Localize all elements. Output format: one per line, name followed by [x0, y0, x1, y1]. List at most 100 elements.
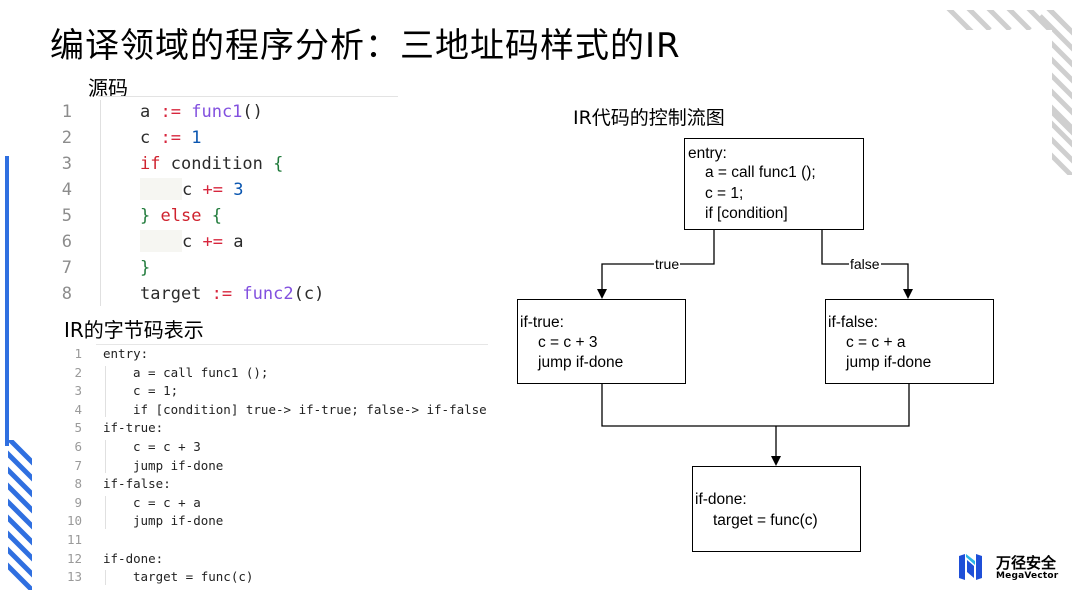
source-top-border [98, 96, 398, 97]
node-line: if-done: [695, 491, 747, 508]
ir-code-text: if-false: [103, 476, 171, 492]
ir-line: 7 jump if-done [60, 457, 490, 476]
edge-true-to-done [601, 384, 776, 427]
logo-mark-icon [959, 554, 982, 580]
ir-line: 3 c = 1; [60, 382, 490, 401]
slide-title: 编译领域的程序分析：三地址码样式的IR [50, 26, 681, 66]
ir-label: IR的字节码表示 [64, 318, 204, 342]
ir-line: 12 if-done: [60, 550, 490, 569]
code-token: { [273, 154, 284, 174]
edge-label-false: false [849, 256, 881, 272]
ir-line: 4 if [condition] true-> if-true; false-> … [60, 401, 490, 420]
source-code-text: c := 1 [140, 125, 201, 151]
line-number: 8 [61, 284, 72, 304]
node-line: jump if-done [846, 354, 932, 371]
code-token: func2 [242, 284, 294, 304]
code-token: 3 [233, 180, 244, 200]
code-token: else [160, 206, 202, 226]
cfg-node-if-false: if-false: c = c + a jump if-done [825, 299, 994, 384]
source-code-text: target := func2(c) [140, 281, 324, 307]
line-number: 3 [74, 383, 82, 399]
code-token: += [202, 180, 223, 200]
source-line: 1 a := func1() [52, 99, 402, 125]
source-line: 8 target := func2(c) [52, 281, 402, 307]
line-number: 4 [74, 401, 82, 417]
code-token: func1 [191, 102, 243, 122]
code-token: a [140, 102, 151, 122]
node-line: entry: [688, 145, 727, 162]
source-code-text: } [140, 255, 150, 281]
ir-code-text: c = 1; [133, 383, 179, 399]
line-number: 11 [66, 532, 82, 547]
node-line: if [condition] [705, 205, 788, 222]
ir-indent-guide [105, 440, 106, 474]
line-number: 12 [66, 550, 82, 566]
line-number: 13 [66, 569, 82, 585]
code-token: 1 [191, 128, 202, 148]
indent-shade [140, 178, 182, 200]
code-token: a [233, 232, 244, 252]
cfg-label: IR代码的控制流图 [573, 107, 725, 129]
code-token: := [160, 102, 181, 122]
ir-code-text: if-true: [103, 420, 164, 436]
line-number: 7 [61, 258, 72, 278]
node-line: if-true: [520, 314, 564, 331]
ir-code-text: if [condition] true-> if-true; false-> i… [133, 401, 487, 417]
source-line: 7} [52, 255, 402, 281]
source-code-text: } else { [140, 203, 222, 229]
ir-indent-guide [105, 570, 106, 585]
line-number: 4 [61, 180, 72, 200]
code-token: c [182, 232, 193, 252]
ir-code-text: if-done: [103, 550, 164, 566]
ir-top-border [96, 344, 488, 345]
ir-code-text: target = func(c) [133, 569, 254, 585]
ir-code-text: jump if-done [133, 457, 224, 473]
code-token: if [140, 154, 161, 174]
source-code-text: c += 3 [182, 177, 243, 203]
ir-indent-guide [105, 495, 106, 529]
ir-line: 6 c = c + 3 [60, 438, 490, 457]
code-token: condition [170, 154, 263, 174]
line-number: 6 [74, 439, 82, 454]
node-line: c = 1; [705, 185, 744, 202]
line-number: 7 [74, 457, 82, 473]
line-number: 2 [74, 364, 82, 380]
megavector-logo: 万径安全 MegaVector [958, 552, 1068, 582]
logo-text-en: MegaVector [996, 571, 1059, 581]
ir-line: 11 [60, 531, 490, 550]
code-token: := [211, 284, 233, 304]
cfg-node-if-true: if-true: c = c + 3 jump if-done [517, 299, 686, 384]
ir-code-text: entry: [103, 346, 149, 361]
line-number: 1 [61, 102, 72, 122]
ir-code-text: jump if-done [133, 513, 224, 529]
source-code-text: c += a [182, 229, 243, 255]
ir-code-text: c = c + 3 [133, 439, 201, 454]
line-number: 1 [74, 346, 82, 361]
edge-label-true: true [654, 256, 681, 272]
line-number: 2 [61, 128, 72, 148]
node-line: c = c + 3 [538, 334, 598, 351]
source-indent-guide [100, 100, 101, 306]
node-line: a = call func1 (); [705, 164, 816, 181]
code-token: { [211, 206, 222, 226]
edge-false-to-done [776, 384, 910, 427]
cfg-node-if-done: if-done: target = func(c) [692, 466, 861, 552]
ir-line: 5 if-true: [60, 419, 490, 438]
cfg-node-entry: entry: a = call func1 (); c = 1; if [con… [684, 138, 864, 230]
node-line: if-false: [828, 314, 878, 331]
code-token: += [202, 232, 223, 252]
line-number: 5 [74, 420, 82, 436]
source-line: 2 c := 1 [52, 125, 402, 151]
ir-line: 13 target = func(c) [60, 568, 490, 587]
line-number: 10 [66, 513, 82, 529]
left-accent-bar [5, 156, 9, 446]
source-code-text: a := func1() [140, 99, 263, 125]
code-token: () [242, 102, 263, 122]
source-line: 4 c += 3 [52, 177, 402, 203]
